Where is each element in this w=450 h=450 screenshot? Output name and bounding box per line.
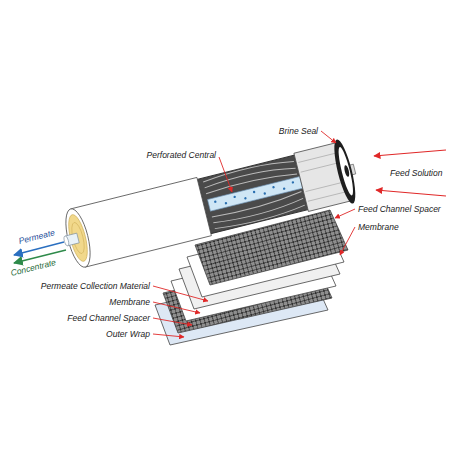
part-label: Membrane (109, 297, 150, 307)
feed-arrow (376, 190, 446, 196)
part-label: Permeate (18, 227, 56, 246)
part-label: Feed Channel Spacer (67, 313, 150, 323)
feed-arrow (374, 150, 446, 156)
part-label: Concentrate (10, 257, 57, 278)
part-label: Feed Channel Spacer (358, 204, 441, 214)
part-label: Membrane (358, 222, 399, 232)
membrane-element (56, 137, 362, 273)
part-label: Permeate Collection Material (41, 281, 150, 291)
part-label: Brine Seal (279, 126, 318, 136)
part-label: Outer Wrap (106, 329, 150, 339)
leader-lines (153, 131, 355, 337)
part-label: Feed Solution (390, 168, 442, 178)
part-label: Perforated Central (147, 150, 216, 160)
